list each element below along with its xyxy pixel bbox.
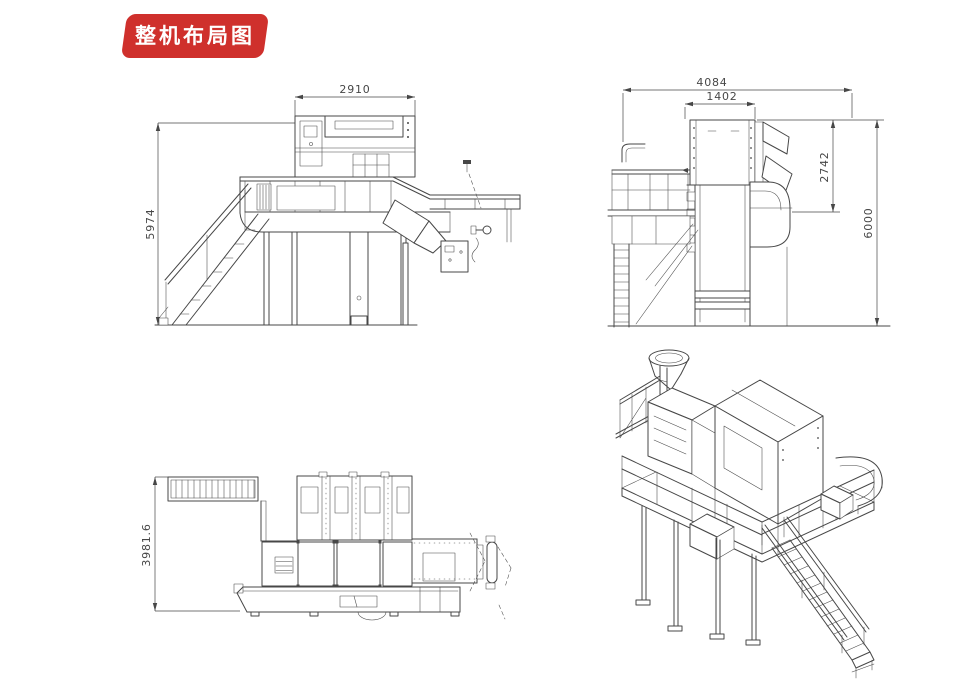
dimension-6000: 6000: [862, 120, 880, 326]
plan-view-drawing: 3981.6: [140, 465, 530, 633]
feeder-box: [682, 119, 759, 186]
isometric-view-drawing: [612, 338, 912, 686]
front-elevation-drawing: 4084 1402 2742 6000: [600, 70, 945, 332]
dim-2910-label: 2910: [339, 83, 370, 96]
support-legs-iso: [635, 505, 761, 646]
dim-2742-label: 2742: [818, 151, 831, 182]
hopper: [648, 349, 690, 401]
machine-upper-cabinet: [294, 115, 416, 178]
staircase-iso: [761, 516, 875, 679]
dim-1402-label: 1402: [706, 90, 737, 103]
upper-modules: [296, 471, 413, 541]
machine-column: [686, 184, 759, 327]
dim-3981-label: 3981.6: [140, 523, 153, 566]
left-platform: [607, 143, 699, 325]
front-elevation-svg: 4084 1402 2742 6000: [607, 76, 891, 328]
dimension-1402: 1402: [684, 90, 756, 119]
title-badge-label: 整机布局图: [135, 24, 255, 48]
left-enclosure: [647, 387, 716, 489]
deck-cabinet: [689, 513, 735, 560]
access-stairs: [158, 183, 270, 326]
dimension-5974: 5974: [145, 122, 295, 325]
side-elevation-svg: 2910 5974: [145, 83, 521, 326]
discharge-chute: [382, 160, 492, 326]
dimension-4084: 4084: [622, 76, 853, 142]
stairs-plan: [167, 476, 298, 542]
balcony: [820, 456, 883, 520]
plan-view-svg: 3981.6: [140, 471, 512, 621]
outfeed-conveyor-plan: [411, 532, 512, 620]
isometric-view-svg: [615, 349, 883, 679]
title-badge: 整机布局图: [120, 14, 270, 58]
platform-deck-iso: [621, 455, 875, 563]
dimension-2742: 2742: [757, 119, 884, 213]
dim-6000-label: 6000: [862, 207, 875, 238]
platform-deck: [239, 176, 521, 243]
main-enclosure: [714, 379, 824, 555]
side-elevation-drawing: 2910 5974: [145, 80, 530, 336]
support-legs: [263, 231, 407, 326]
dim-5974-label: 5974: [145, 208, 157, 239]
dimension-3981: 3981.6: [140, 476, 240, 612]
dimension-2910: 2910: [294, 83, 416, 116]
vertical-ladder: [613, 243, 630, 328]
curved-body: [749, 181, 793, 327]
base-band: [233, 583, 461, 621]
middle-modules: [261, 540, 413, 588]
dim-4084-label: 4084: [696, 76, 727, 89]
